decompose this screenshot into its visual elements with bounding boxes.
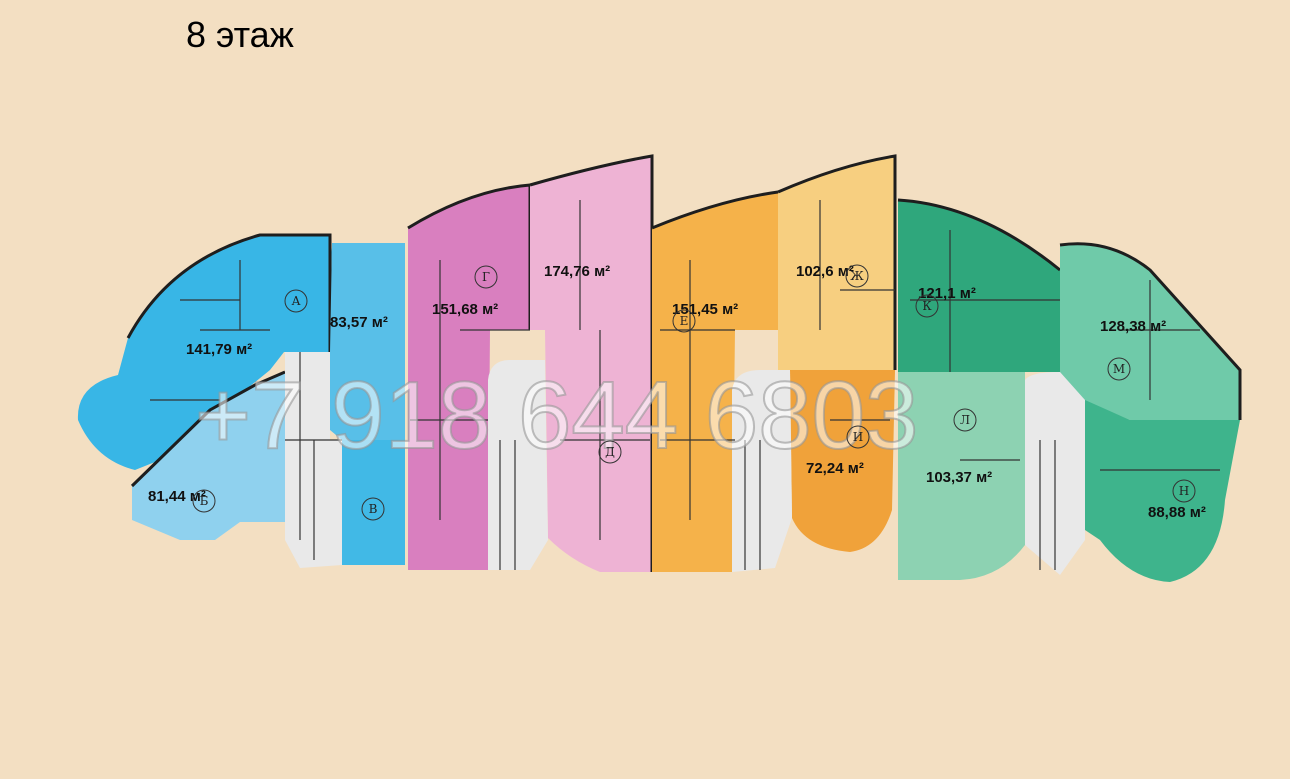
unit-letter-zh: Ж [845, 264, 869, 288]
unit-i-shape[interactable] [790, 370, 895, 552]
svg-text:М: М [1113, 362, 1125, 376]
unit-letter-i: И [846, 425, 870, 449]
svg-text:102,6 м²: 102,6 м² [796, 263, 854, 280]
svg-text:Г: Г [482, 270, 490, 284]
svg-text:Ж: Ж [850, 269, 864, 283]
unit-letter-k: К [915, 294, 939, 318]
core-left [285, 352, 342, 568]
svg-text:121,1 м²: 121,1 м² [918, 285, 976, 302]
svg-text:83,57 м²: 83,57 м² [330, 314, 388, 331]
svg-text:103,37 м²: 103,37 м² [926, 469, 992, 486]
unit-g-shape[interactable] [407, 183, 532, 570]
svg-text:128,38 м²: 128,38 м² [1100, 318, 1166, 335]
unit-letter-a: А [284, 289, 308, 313]
unit-letter-g: Г [474, 265, 498, 289]
svg-text:72,24 м²: 72,24 м² [806, 460, 864, 477]
unit-e-shape[interactable] [651, 190, 779, 572]
svg-text:В: В [369, 502, 378, 516]
unit-letter-b: Б [192, 489, 216, 513]
svg-text:Л: Л [960, 413, 970, 427]
unit-letter-m: М [1107, 357, 1131, 381]
unit-letter-v: В [361, 497, 385, 521]
core-green [1025, 372, 1085, 575]
area-label-n: 88,88 [1148, 504, 1186, 521]
unit-l-shape[interactable] [898, 372, 1025, 580]
floor-title: 8 этаж [186, 14, 294, 55]
area-label-b: 81,44 [148, 488, 186, 505]
interior-walls [150, 200, 1220, 540]
area-label-k: 121,1 [918, 285, 956, 302]
area-label-g: 151,68 [432, 301, 478, 318]
area-label-i: 72,24 [806, 460, 844, 477]
unit-letter-e: Е [672, 309, 696, 333]
area-label-d: 174,76 [544, 263, 590, 280]
svg-text:Б: Б [200, 494, 209, 508]
unit-letter-l: Л [953, 408, 977, 432]
svg-text:А: А [291, 294, 300, 308]
svg-text:И: И [853, 430, 863, 444]
area-label-e: 151,45 [672, 301, 718, 318]
phone-watermark: +7 918 644 6803 [195, 362, 918, 469]
unit-k-shape[interactable] [897, 198, 1061, 372]
unit-n-shape[interactable] [1085, 400, 1240, 582]
unit-letter-d: Д [598, 440, 622, 464]
core-magenta [488, 360, 548, 570]
area-label-v: 83,57 [330, 314, 368, 331]
svg-text:141,79 м²: 141,79 м² [186, 341, 252, 358]
svg-text:Н: Н [1179, 484, 1189, 498]
area-label-l: 103,37 [926, 469, 972, 486]
svg-text:Е: Е [680, 314, 689, 328]
unit-a-shape[interactable] [77, 233, 332, 470]
area-label-m: 128,38 [1100, 318, 1146, 335]
unit-b-shape[interactable] [130, 370, 286, 540]
unit-zh-shape[interactable] [777, 154, 897, 370]
unit-d-shape[interactable] [529, 154, 654, 572]
unit-letter-n: Н [1172, 479, 1196, 503]
svg-text:151,45 м²: 151,45 м² [672, 301, 738, 318]
svg-text:151,68 м²: 151,68 м² [432, 301, 498, 318]
svg-text:81,44 м²: 81,44 м² [148, 488, 206, 505]
svg-text:Д: Д [605, 445, 615, 459]
svg-text:К: К [922, 299, 932, 313]
svg-text:88,88 м²: 88,88 м² [1148, 504, 1206, 521]
unit-v-shape[interactable] [330, 243, 405, 565]
core-orange [732, 370, 792, 572]
area-label-a: 141,79 [186, 341, 232, 358]
svg-text:174,76 м²: 174,76 м² [544, 263, 610, 280]
area-label-zh: 102,6 [796, 263, 834, 280]
